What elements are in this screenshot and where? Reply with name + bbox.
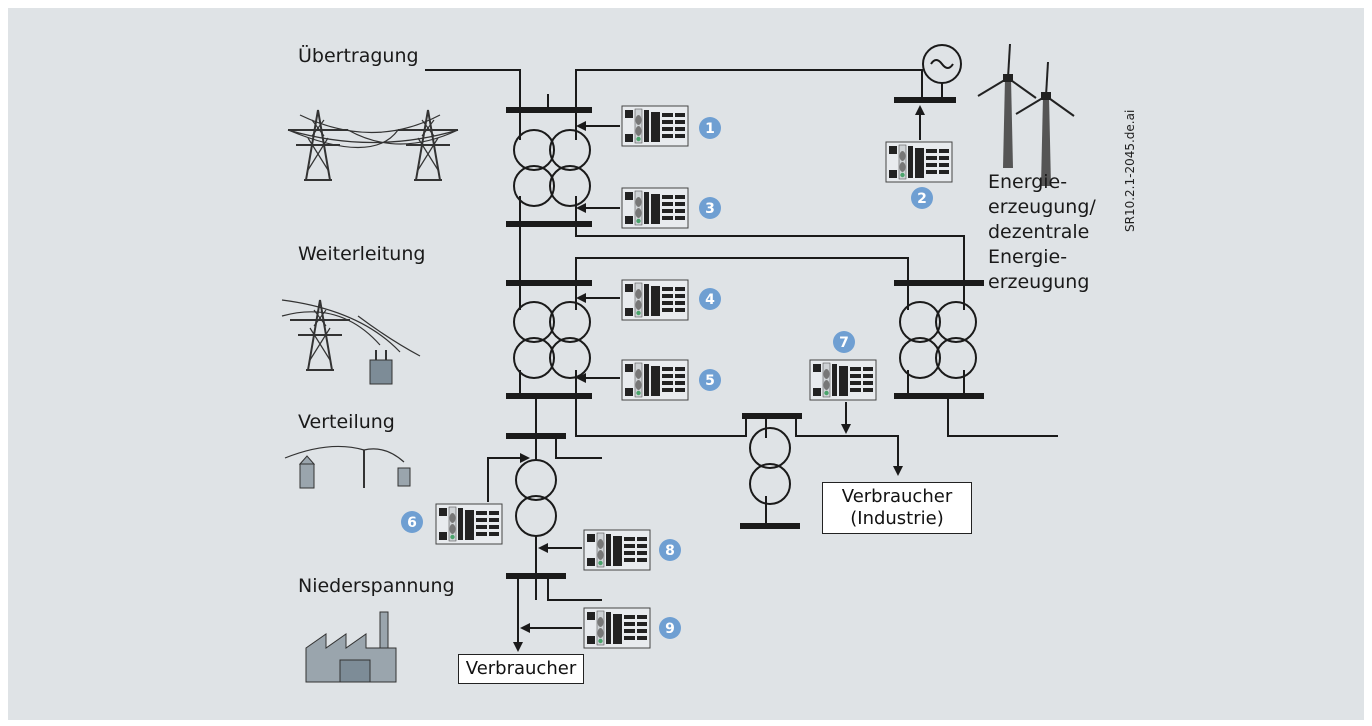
relay-device-1 bbox=[576, 105, 689, 147]
factory-icon bbox=[305, 611, 397, 683]
transformer-3 bbox=[899, 301, 977, 379]
relay-device-3 bbox=[576, 187, 689, 229]
relay-badge-4: 4 bbox=[699, 288, 721, 310]
transformer-5 bbox=[749, 427, 791, 505]
consumer-industry-line-2: (Industrie) bbox=[850, 508, 944, 529]
generation-line-4: Energie- bbox=[988, 246, 1068, 268]
consumer-general-box: Verbraucher bbox=[458, 654, 584, 684]
svg-text:5: 5 bbox=[705, 373, 715, 389]
transformer-2 bbox=[513, 301, 591, 379]
distribution-pole-icon bbox=[284, 445, 411, 489]
generation-line-2: erzeugung/ bbox=[988, 196, 1096, 218]
generation-line-1: Energie- bbox=[988, 171, 1068, 193]
grid-lines bbox=[425, 69, 1058, 645]
consumer-industry-box: Verbraucher (Industrie) bbox=[822, 482, 972, 534]
transformer-1 bbox=[513, 129, 591, 207]
svg-text:8: 8 bbox=[665, 543, 675, 559]
wind-turbine-icon bbox=[977, 43, 1075, 187]
relay-badge-3: 3 bbox=[699, 197, 721, 219]
label-generation: Energie- erzeugung/ dezentrale Energie- … bbox=[988, 170, 1096, 295]
label-transmission: Übertragung bbox=[298, 45, 419, 67]
svg-text:6: 6 bbox=[407, 515, 417, 531]
relay-badge-6: 6 bbox=[401, 511, 423, 533]
svg-text:2: 2 bbox=[917, 191, 927, 207]
relay-device-5 bbox=[576, 359, 689, 401]
generation-line-5: erzeugung bbox=[988, 271, 1090, 293]
relay-device-4 bbox=[576, 279, 689, 321]
generation-line-3: dezentrale bbox=[988, 221, 1090, 243]
transformer-4 bbox=[515, 459, 557, 537]
relay-badge-7: 7 bbox=[833, 331, 855, 353]
label-distribution: Verteilung bbox=[298, 411, 395, 433]
relay-badge-8: 8 bbox=[659, 539, 681, 561]
figure-id: SR10.2.1-2045.de.ai bbox=[1123, 110, 1137, 232]
relay-badge-1: 1 bbox=[699, 117, 721, 139]
subtransmission-tower-icon bbox=[281, 299, 421, 385]
svg-text:4: 4 bbox=[705, 292, 715, 308]
relay-badge-2: 2 bbox=[911, 187, 933, 209]
arrow-consumer-general bbox=[513, 642, 523, 652]
svg-text:9: 9 bbox=[665, 621, 675, 637]
svg-text:1: 1 bbox=[705, 121, 715, 137]
relay-device-7 bbox=[809, 359, 877, 434]
svg-text:7: 7 bbox=[839, 335, 849, 351]
svg-text:3: 3 bbox=[705, 201, 715, 217]
label-subtransmission: Weiterleitung bbox=[298, 243, 426, 265]
transmission-tower-icon bbox=[287, 109, 459, 181]
generator-icon bbox=[922, 44, 962, 97]
label-low-voltage: Niederspannung bbox=[298, 575, 455, 597]
relay-device-8 bbox=[538, 529, 651, 571]
consumer-industry-line-1: Verbraucher bbox=[841, 486, 953, 507]
busbars bbox=[506, 97, 984, 579]
relay-device-6 bbox=[435, 453, 530, 545]
relay-badge-9: 9 bbox=[659, 617, 681, 639]
relay-badge-5: 5 bbox=[699, 369, 721, 391]
arrow-consumer-industry bbox=[893, 466, 903, 476]
relay-device-9 bbox=[520, 607, 651, 649]
relay-device-2 bbox=[885, 105, 953, 183]
